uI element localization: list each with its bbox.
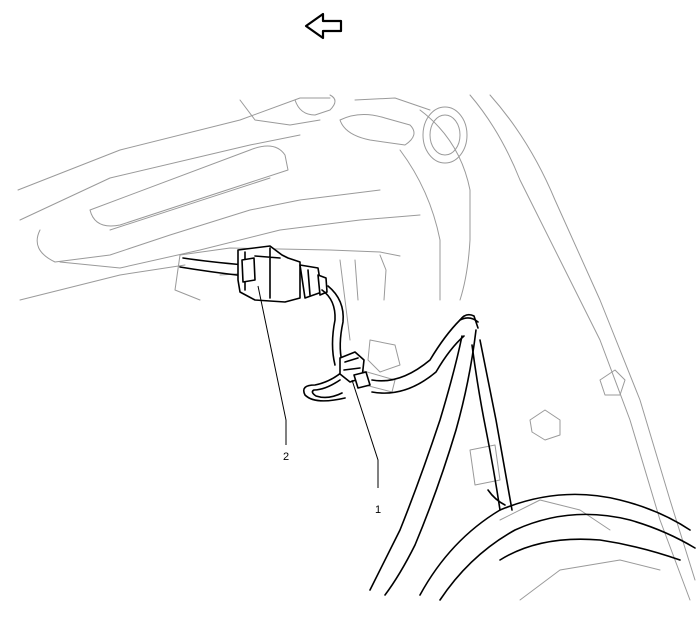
callout-label-1: 1 — [375, 504, 381, 516]
harness-connector — [237, 245, 328, 303]
arrow-left-icon — [304, 12, 343, 40]
callout-leaders — [257, 285, 379, 488]
body-structure-outline — [17, 94, 696, 601]
sensor-connector — [339, 351, 371, 389]
leader-line-2 — [257, 285, 287, 445]
wiring-harness — [179, 245, 696, 601]
leader-line-1 — [351, 379, 379, 488]
callout-label-2: 2 — [283, 451, 289, 463]
